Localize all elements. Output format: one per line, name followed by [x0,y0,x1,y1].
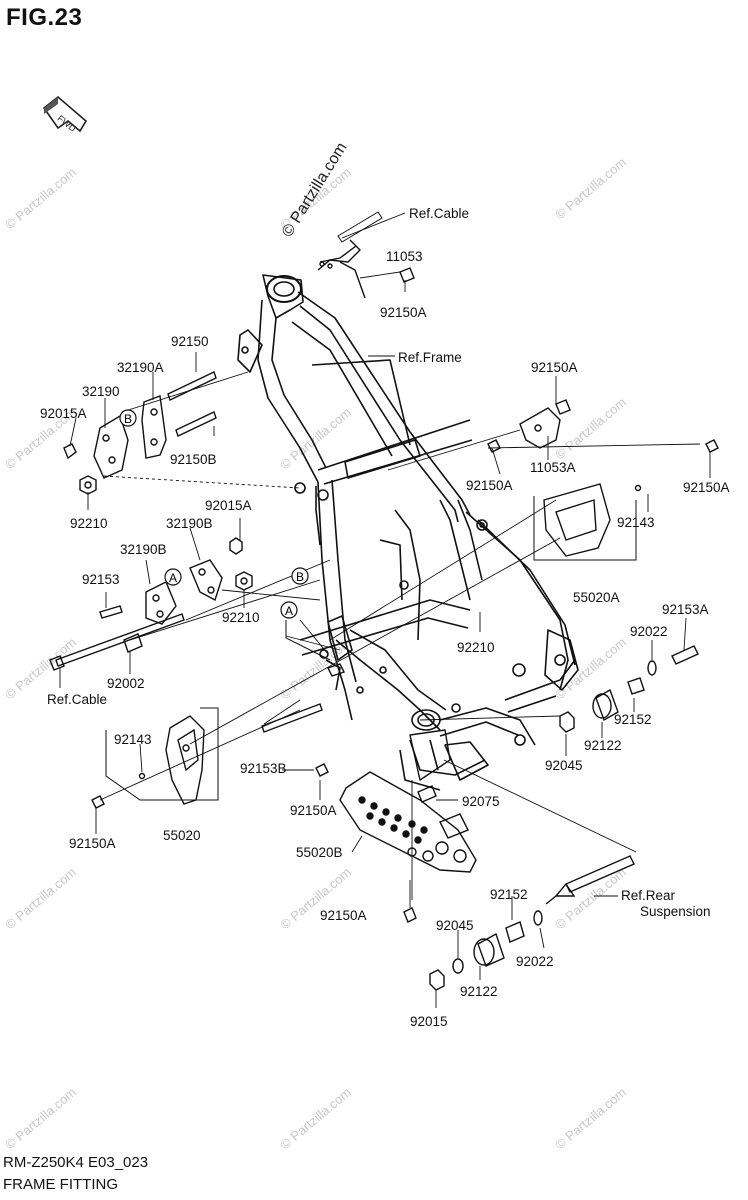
label-ref-cable-low: Ref.Cable [47,692,107,707]
figure-name: FRAME FITTING [3,1176,118,1193]
label-92150A-bottom: 92150A [320,908,367,923]
watermark-tile: © Partzilla.com [2,164,79,232]
label-32190A: 32190A [117,360,164,375]
leader-lines [59,212,711,1008]
label-92015: 92015 [410,1014,448,1029]
watermark-main: © Partzilla.com [279,140,351,240]
label-92153A: 92153A [662,602,709,617]
watermark-tile: © Partzilla.com [552,864,629,932]
callout-a-left: A [164,568,182,586]
callout-b-frame: B [291,567,309,585]
group-brackets [105,496,637,801]
svg-text:B: B [296,570,304,584]
watermark-tile: © Partzilla.com [2,1084,79,1152]
label-92150A-right: 92150A [683,480,730,495]
watermark-tile: © Partzilla.com [552,394,629,462]
label-ref-rear: Ref.Rear [621,888,676,903]
label-92143-right: 92143 [617,515,655,530]
svg-text:A: A [285,604,293,618]
label-ref-frame: Ref.Frame [398,350,462,365]
figure-code: RM-Z250K4 E03_023 [3,1154,149,1171]
label-92045-low: 92045 [436,918,474,933]
label-92150A-mid: 92150A [466,478,513,493]
label-11053: 11053 [386,249,423,264]
label-92122-low: 92122 [460,984,498,999]
label-92002: 92002 [107,676,145,691]
figure-title: FIG.23 [6,4,83,31]
label-92210-left: 92210 [70,516,108,531]
label-92150A-top: 92150A [380,305,427,320]
watermark-tile: © Partzilla.com [277,1084,354,1152]
label-92045-top: 92045 [545,758,583,773]
svg-text:B: B [124,412,132,426]
label-32190B-b: 32190B [120,542,167,557]
bracket-32190B [49,537,253,671]
label-92143-left: 92143 [114,732,152,747]
watermark-tile: © Partzilla.com [552,634,629,702]
label-92210-center: 92210 [457,640,495,655]
cable-guide-top [317,211,383,299]
skid-plate-55020B [339,771,477,923]
label-92150: 92150 [171,334,209,349]
label-92152-top: 92152 [614,712,652,727]
label-92022-top: 92022 [630,624,668,639]
label-55020A: 55020A [573,590,620,605]
label-92210-mid: 92210 [222,610,260,625]
fwd-arrow-icon: FWD [42,95,88,134]
label-55020: 55020 [163,828,201,843]
label-32190: 32190 [82,384,120,399]
mount-parts-upper-right [559,645,699,733]
label-92015A-mid: 92015A [205,498,252,513]
label-92150B: 92150B [170,452,217,467]
watermark-tile: © Partzilla.com [2,864,79,932]
main-frame [237,274,579,791]
engine-guard-55020 [91,715,205,809]
watermark-tile: © Partzilla.com [552,1084,629,1152]
label-32190B-a: 32190B [166,516,213,531]
label-92075: 92075 [462,794,500,809]
engine-guard-55020A [543,439,719,557]
svg-text:A: A [169,571,177,585]
label-92153B: 92153B [240,761,287,776]
watermark-tile: © Partzilla.com [552,154,629,222]
label-92150A-bracket: 92150A [531,360,578,375]
label-92150A-low: 92150A [290,803,337,818]
label-92153: 92153 [82,572,120,587]
part-labels: Ref.Cable 11053 92150A Ref.Frame 92150 3… [40,206,730,1029]
label-92152-low: 92152 [490,887,528,902]
label-ref-cable-top: Ref.Cable [409,206,469,221]
label-92150A-left-low: 92150A [69,836,116,851]
mount-parts-lower [261,663,635,991]
label-55020B: 55020B [296,845,343,860]
label-11053A: 11053A [530,460,576,475]
label-suspension: Suspension [640,904,711,919]
label-92122-top: 92122 [584,738,622,753]
label-92022-low: 92022 [516,954,554,969]
callout-a-frame: A [280,601,298,619]
label-92015A-left: 92015A [40,406,87,421]
callout-b-left: B [119,409,137,427]
